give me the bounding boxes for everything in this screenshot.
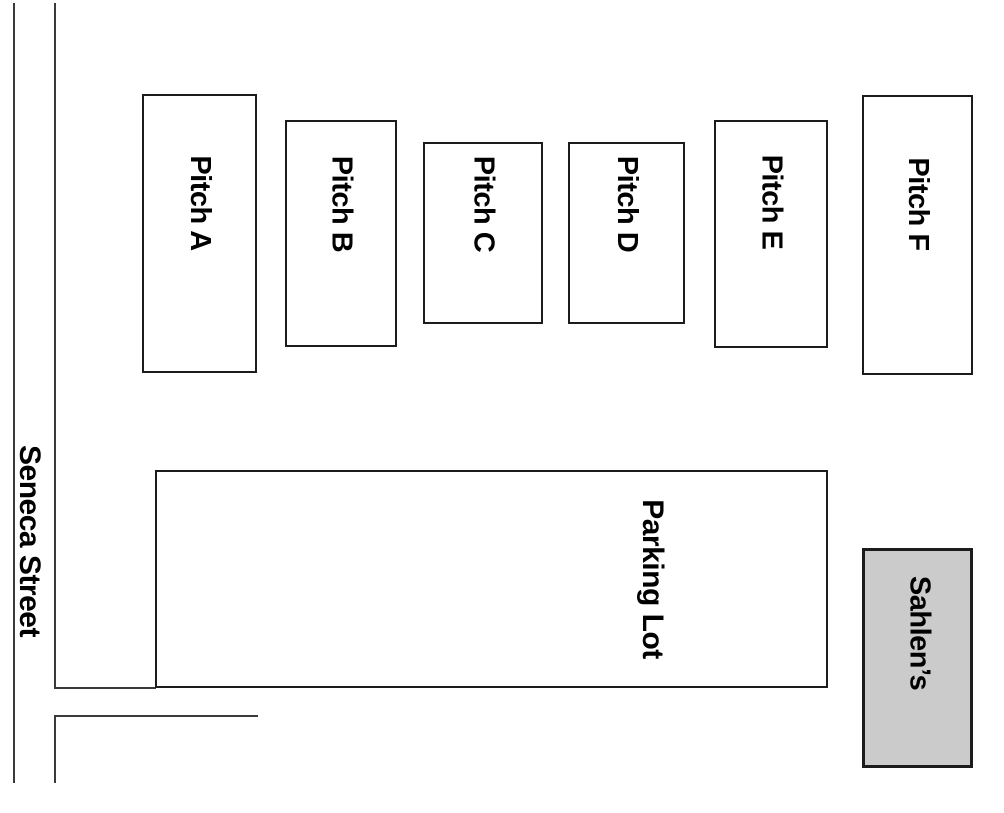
- pitch-c-label: Pitch C: [467, 155, 500, 253]
- street-edge-right-upper: [54, 3, 56, 689]
- pitch-a-box: Pitch A: [142, 94, 257, 373]
- pitch-b-label: Pitch B: [325, 155, 358, 253]
- sahlens-label: Sahlen’s: [903, 575, 936, 691]
- pitch-e-box: Pitch E: [714, 120, 828, 348]
- side-street-bottom-edge: [54, 715, 258, 717]
- pitch-e-label: Pitch E: [755, 154, 788, 250]
- pitch-a-label: Pitch A: [184, 155, 216, 251]
- sahlens-building: Sahlen’s: [862, 548, 973, 768]
- street-label: Seneca Street: [13, 445, 46, 637]
- street-edge-left: [13, 3, 15, 783]
- pitch-d-label: Pitch D: [611, 155, 643, 253]
- pitch-f-box: Pitch F: [862, 95, 973, 375]
- pitch-d-box: Pitch D: [568, 142, 685, 324]
- pitch-c-box: Pitch C: [423, 142, 543, 324]
- parking-lot-box: Parking Lot: [155, 470, 828, 688]
- street-edge-right-lower: [54, 715, 56, 783]
- pitch-b-box: Pitch B: [285, 120, 397, 347]
- side-street-top-edge: [54, 687, 156, 689]
- parking-lot-label: Parking Lot: [636, 499, 669, 659]
- pitch-f-label: Pitch F: [902, 157, 934, 251]
